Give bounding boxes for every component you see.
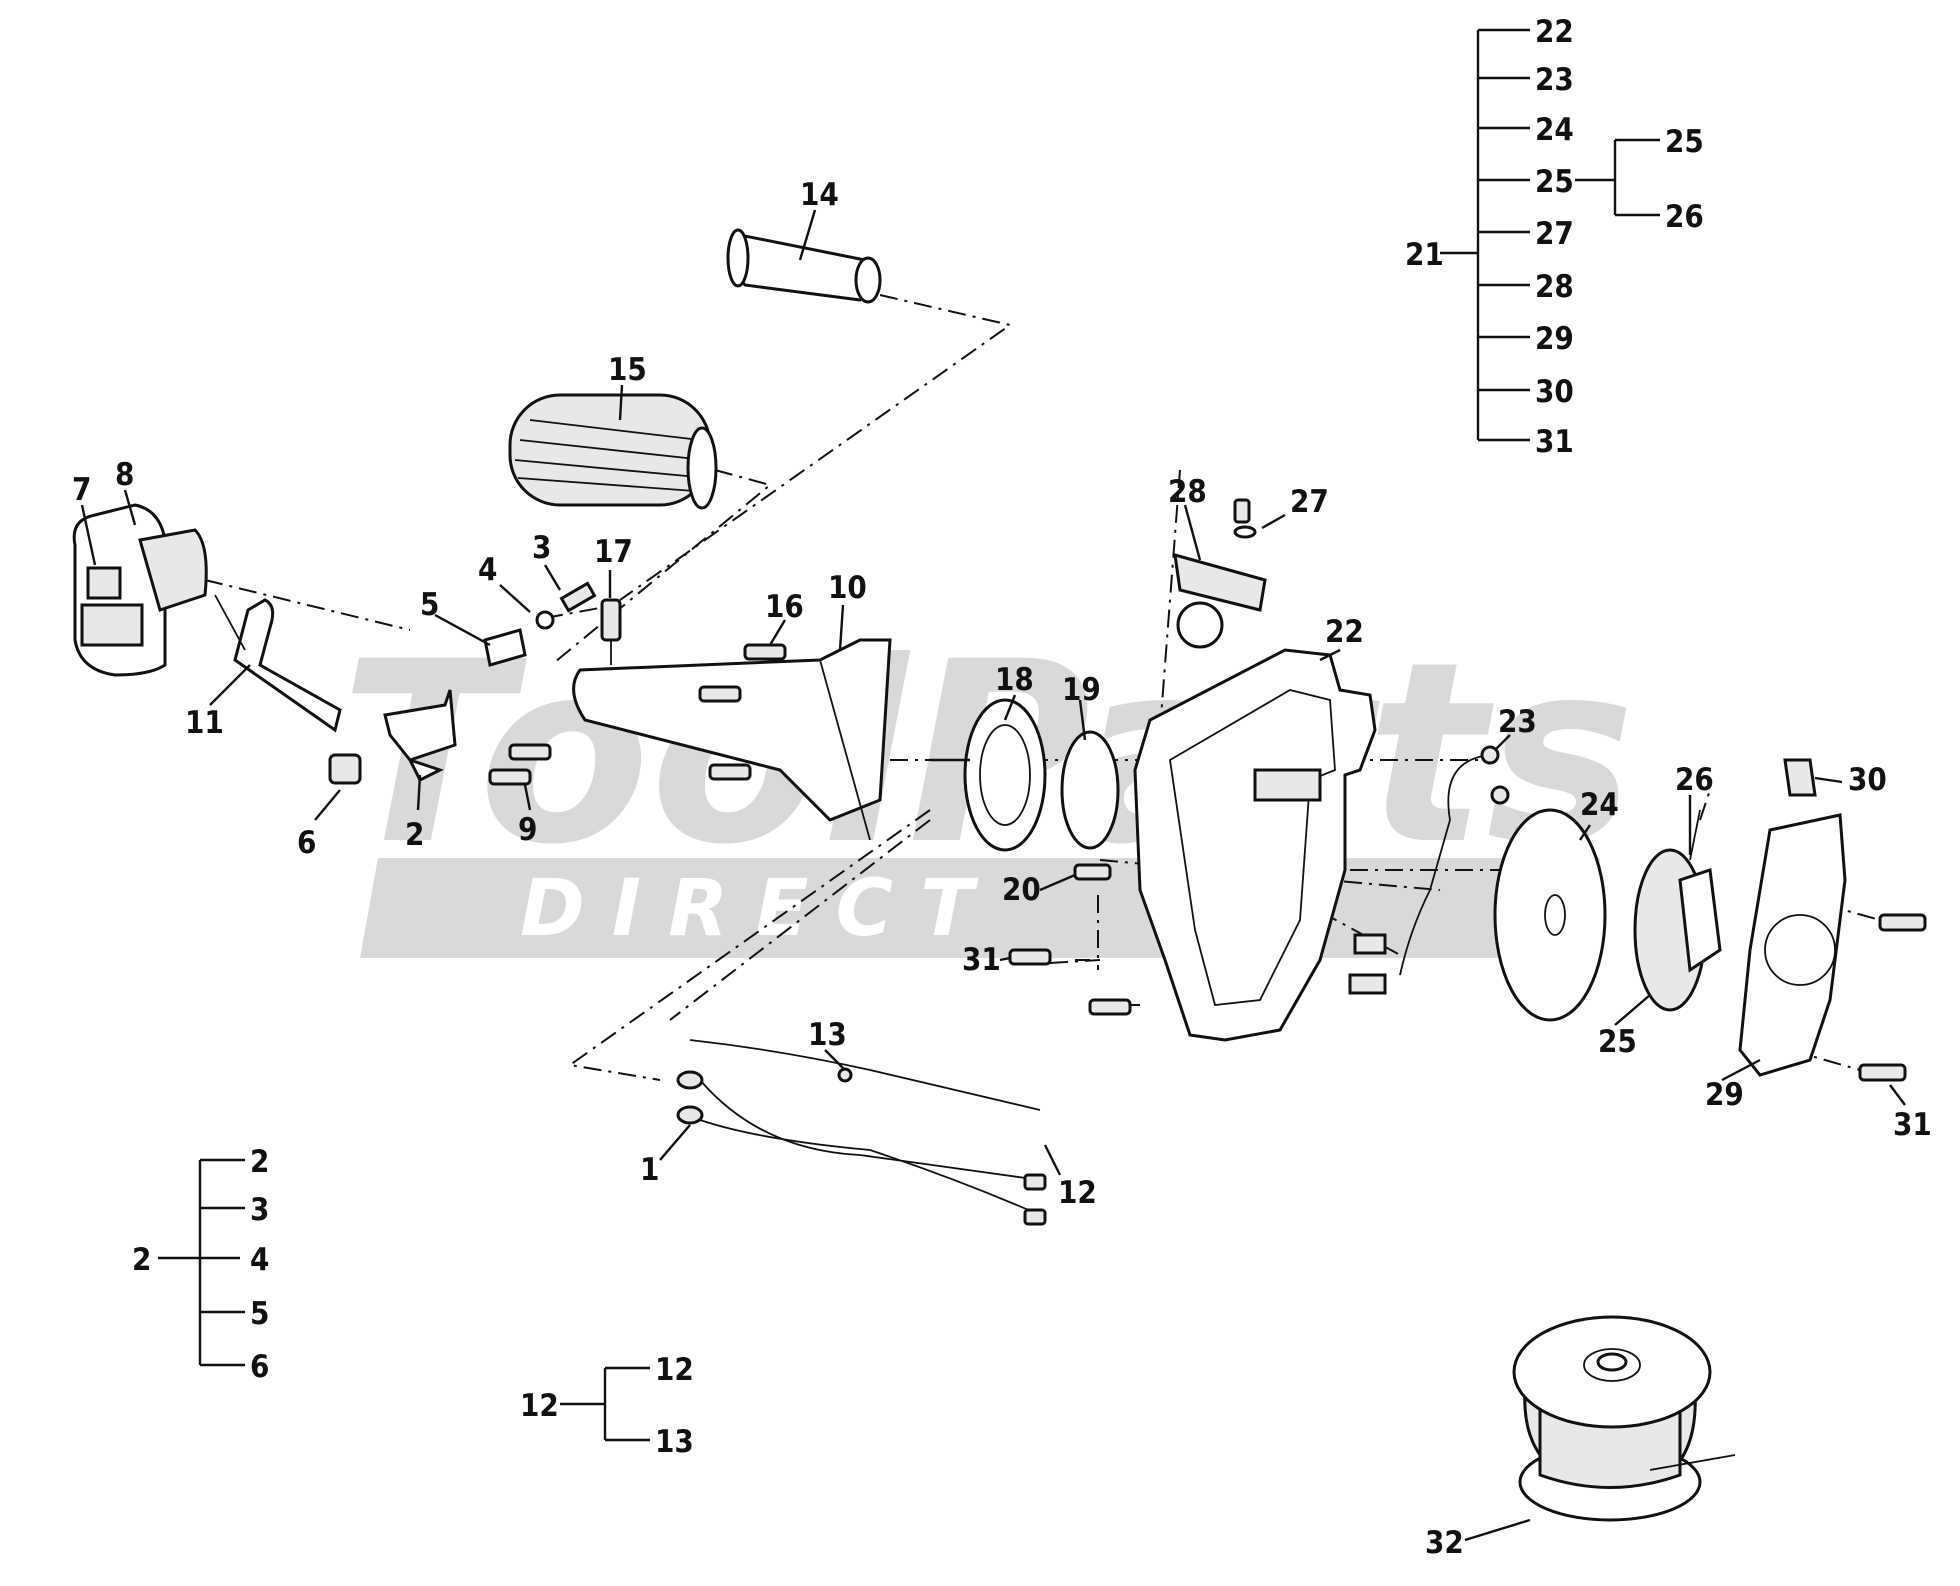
kit-labels-21: 21 22 23 24 25 27 28 29 30 31 25 26 (1405, 14, 1704, 460)
kit-21-child: 29 (1535, 321, 1574, 357)
part-32-wire-spool (1512, 1315, 1736, 1522)
kit-tree-2 (158, 1158, 245, 1367)
part-2-bracket (383, 689, 457, 783)
kit-25-child: 26 (1665, 199, 1704, 235)
kit-21-child: 25 (1535, 164, 1574, 200)
part-10-handle-housing (572, 638, 892, 841)
kit-tree-21 (1440, 28, 1660, 442)
kit-2-child: 6 (250, 1349, 269, 1385)
part-28-cap (1173, 552, 1267, 649)
kit-2-child: 5 (250, 1296, 269, 1332)
part-4-washer (535, 610, 555, 630)
callout-12: 12 (1058, 1175, 1097, 1211)
part-22-main-housing (1133, 648, 1377, 1042)
callout-23: 23 (1498, 704, 1537, 740)
callout-26: 26 (1675, 762, 1714, 798)
kit-21-child: 23 (1535, 62, 1574, 98)
kit-21-child: 27 (1535, 216, 1574, 252)
part-23-wire-leads (1348, 745, 1510, 995)
part-25-26-armature (1633, 809, 1722, 1012)
callout-15: 15 (608, 352, 647, 388)
callout-labels: 14 15 8 7 3 17 4 5 16 10 11 6 2 9 28 27 … (72, 177, 1932, 1561)
part-15-ribbed-grip (508, 393, 718, 510)
kit-2-parent: 2 (132, 1242, 151, 1278)
leader-lines (80, 209, 1906, 1542)
part-3-screw (559, 581, 597, 613)
kit-12-child: 13 (655, 1424, 694, 1460)
kit-25-child: 25 (1665, 124, 1704, 160)
kit-21-child: 24 (1535, 112, 1574, 148)
kit-21-child: 28 (1535, 269, 1574, 305)
callout-27: 27 (1290, 484, 1329, 520)
part-11-trigger (214, 594, 342, 733)
callout-22: 22 (1325, 614, 1364, 650)
callout-29: 29 (1705, 1077, 1744, 1113)
callout-32: 32 (1425, 1525, 1464, 1561)
part-6-knob (328, 753, 362, 785)
callout-31-right: 31 (1893, 1107, 1932, 1143)
callout-10: 10 (828, 570, 867, 606)
kit-21-parent: 21 (1405, 237, 1444, 273)
kit-tree-12 (560, 1366, 650, 1442)
kit-21-child: 30 (1535, 374, 1574, 410)
kit-12-child: 12 (655, 1352, 694, 1388)
part-14-grip-sleeve (726, 228, 882, 304)
callout-30: 30 (1848, 762, 1887, 798)
part-31-screws (1008, 913, 1927, 1082)
callout-17: 17 (594, 534, 633, 570)
part-5-clip (483, 628, 527, 667)
part-16-screws (698, 643, 787, 781)
callout-3: 3 (532, 530, 551, 566)
kit-labels-12: 12 12 13 (520, 1352, 694, 1460)
callout-25: 25 (1598, 1024, 1637, 1060)
callout-5: 5 (420, 587, 439, 623)
callout-31-left: 31 (962, 942, 1001, 978)
kit-2-child: 3 (250, 1192, 269, 1228)
callout-18: 18 (995, 662, 1034, 698)
watermark-direct-text: D I R E C T (520, 864, 979, 954)
part-1-12-13-cord-set (676, 1039, 1047, 1226)
callout-2: 2 (405, 817, 424, 853)
callout-16: 16 (765, 589, 804, 625)
part-27-screw (1233, 498, 1257, 539)
callout-8: 8 (115, 457, 134, 493)
kit-21-child: 22 (1535, 14, 1574, 50)
callout-9: 9 (518, 812, 537, 848)
kit-2-child: 2 (250, 1144, 269, 1180)
callout-28: 28 (1168, 474, 1207, 510)
callout-1: 1 (640, 1152, 659, 1188)
callout-4: 4 (478, 552, 497, 588)
part-29-end-plate (1738, 813, 1847, 1077)
kit-21-child: 31 (1535, 424, 1574, 460)
callout-11: 11 (185, 705, 224, 741)
part-30-clip (1783, 758, 1817, 797)
callout-13: 13 (808, 1017, 847, 1053)
kit-2-child: 4 (250, 1242, 269, 1278)
kit-labels-25: 25 (1535, 164, 1574, 200)
callout-19: 19 (1062, 672, 1101, 708)
part-19-disc (1060, 730, 1120, 850)
part-7-8-switch-housing (72, 503, 208, 677)
part-9-screws (488, 743, 552, 786)
part-24-fan-disc (1493, 808, 1607, 1022)
assembly-lines (204, 294, 1881, 1081)
callout-6: 6 (297, 825, 316, 861)
kit-labels-2: 2 2 3 4 5 6 (132, 1144, 269, 1385)
callout-7: 7 (72, 472, 91, 508)
callout-20: 20 (1002, 872, 1041, 908)
part-18-pulley (930, 698, 1047, 852)
part-17-screw (600, 598, 622, 665)
callout-24: 24 (1580, 787, 1619, 823)
callout-14: 14 (800, 177, 839, 213)
kit-12-parent: 12 (520, 1388, 559, 1424)
part-20-screw (1073, 863, 1112, 881)
